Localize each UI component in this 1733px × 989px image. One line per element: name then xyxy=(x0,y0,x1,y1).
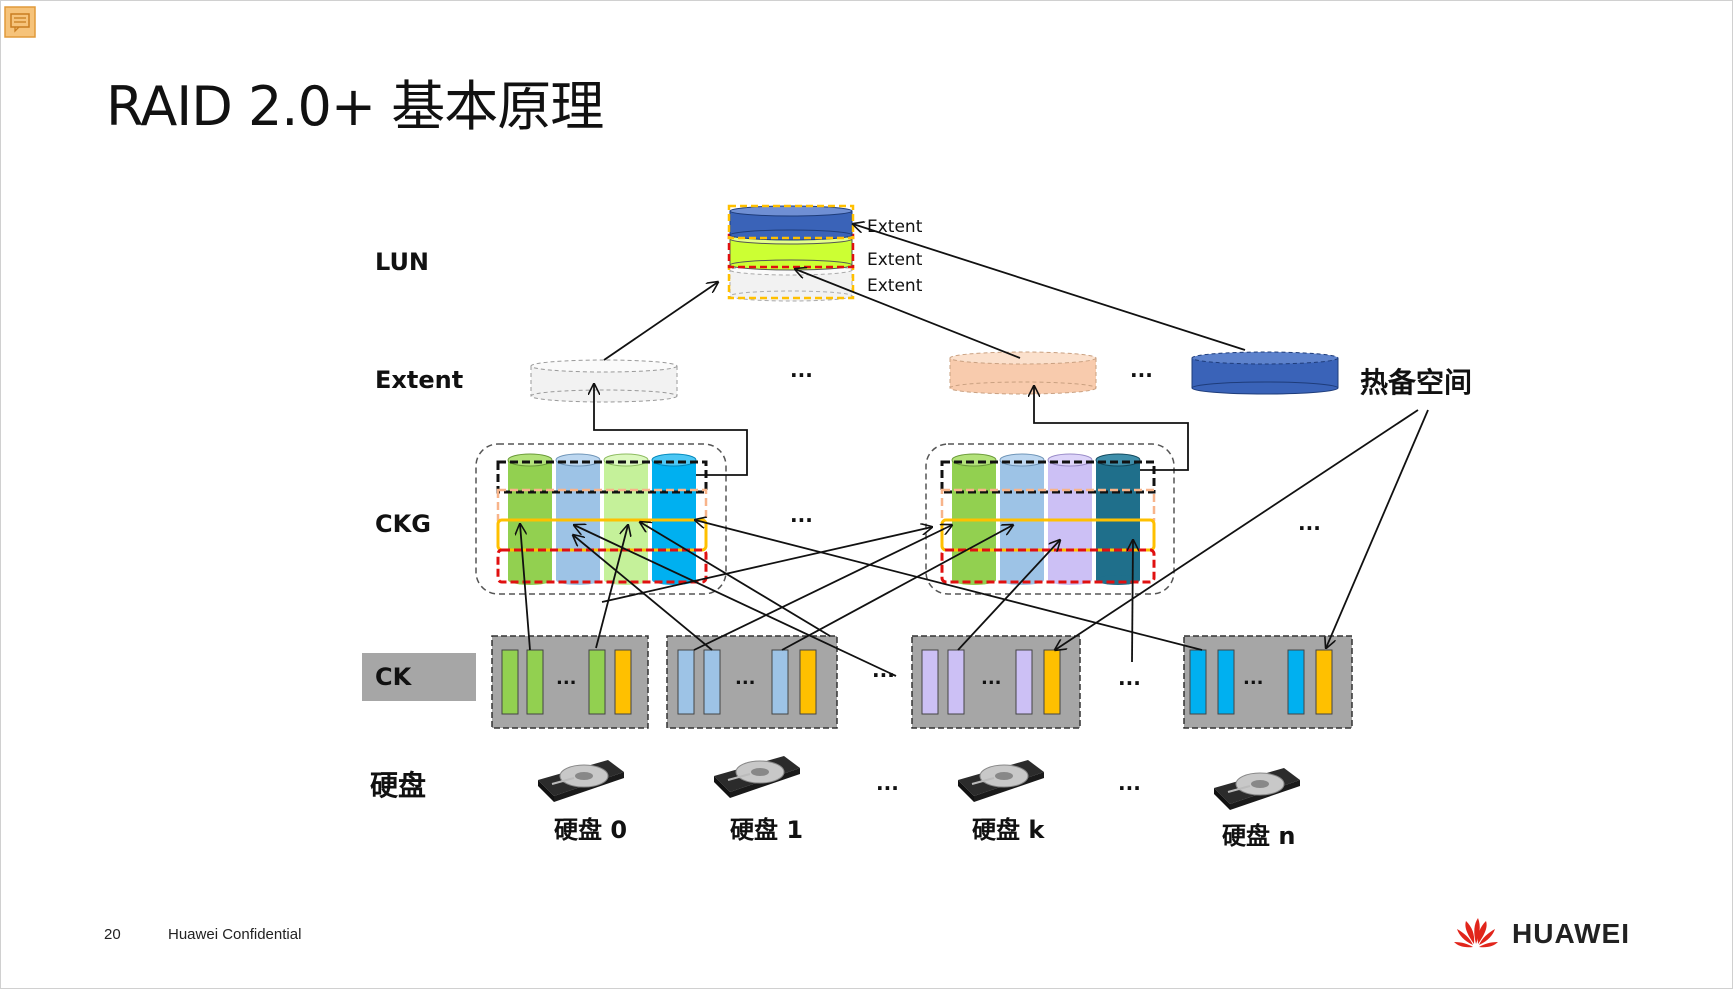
ck-group-k: ... xyxy=(911,635,1081,729)
lun-extent-label-3: Extent xyxy=(867,276,923,296)
extent-ellipsis-2: ... xyxy=(1130,358,1153,382)
extent-peach xyxy=(949,351,1097,395)
disk-0 xyxy=(538,760,624,802)
disk-label-1: 硬盘 1 xyxy=(730,816,803,844)
lun-extent-label-1: Extent xyxy=(867,217,923,237)
hot-spare-label: 热备空间 xyxy=(1360,366,1472,399)
ck-group-n: ... xyxy=(1183,635,1353,729)
ck-k-ellipsis: ... xyxy=(981,668,1002,689)
disk-ellipsis-1: ... xyxy=(876,771,899,795)
hot-spare-extent xyxy=(1191,351,1339,395)
row-label-ckg: CKG xyxy=(375,510,431,538)
ck-1-ellipsis: ... xyxy=(735,668,756,689)
row-label-disk: 硬盘 xyxy=(370,769,426,802)
ck-row-label-bg xyxy=(362,653,476,701)
ckg-group-left xyxy=(475,443,727,595)
arrow-extent-to-lun-blank xyxy=(603,282,718,361)
disk-1 xyxy=(714,756,800,798)
ck-group-1: ... xyxy=(666,635,838,729)
ckg-ellipsis: ... xyxy=(790,503,813,527)
disk-n xyxy=(1214,768,1300,810)
huawei-logo-icon xyxy=(1454,918,1498,948)
ckg-right-ellipsis: ... xyxy=(1298,511,1321,535)
arrow-extent-to-lun-lime xyxy=(795,269,1021,359)
arrow-ckk-to-ckg-right xyxy=(957,540,1060,651)
row-label-lun: LUN xyxy=(375,248,429,276)
disk-label-0: 硬盘 0 xyxy=(554,816,627,844)
arrow-dots-to-ckg-right xyxy=(1132,540,1133,663)
arrow-spare-to-ckk xyxy=(1055,409,1419,650)
ck-group-0: ... xyxy=(491,635,649,729)
ck-0-ellipsis: ... xyxy=(556,668,577,689)
arrow-ck1-to-ckg-right-2 xyxy=(781,525,1013,651)
lun-extent-navy xyxy=(727,204,855,241)
arrow-ck0-to-ckg-right xyxy=(601,527,932,603)
disk-label-n: 硬盘 n xyxy=(1222,822,1295,850)
page-title: RAID 2.0+ 基本原理 xyxy=(106,75,604,138)
confidential-note: Huawei Confidential xyxy=(168,926,302,943)
comment-icon[interactable] xyxy=(4,6,36,38)
arrow-ckg-left-to-extent xyxy=(594,384,748,476)
row-label-ck: CK xyxy=(375,663,413,691)
arrow-ckn-to-ckg-left xyxy=(695,520,1203,651)
extent-blank xyxy=(530,359,678,403)
lun-stack: Extent Extent Extent xyxy=(727,204,923,302)
arrow-ckg-right-to-extent xyxy=(1034,386,1189,471)
arrow-ck0-to-ckg-left xyxy=(520,524,531,651)
arrow-dots-to-ckg-left xyxy=(574,525,897,677)
disk-ellipsis-2: ... xyxy=(1118,771,1141,795)
ck-mid-ellipsis-2: ... xyxy=(1118,666,1141,690)
arrow-ck0-to-ckg-left-2 xyxy=(595,525,628,649)
row-label-extent: Extent xyxy=(375,366,463,394)
arrow-spare-to-lun-navy xyxy=(853,224,1246,351)
ckg-group-right xyxy=(925,443,1175,595)
disk-k xyxy=(958,760,1044,802)
disk-label-k: 硬盘 k xyxy=(972,816,1045,844)
ck-n-ellipsis: ... xyxy=(1243,668,1264,689)
brand-name: HUAWEI xyxy=(1512,918,1630,949)
arrow-spare-to-ckn xyxy=(1326,409,1429,648)
connectors xyxy=(520,224,1429,677)
page-number: 20 xyxy=(104,926,121,943)
lun-extent-label-2: Extent xyxy=(867,250,923,270)
arrow-ck1-to-ckg-right xyxy=(693,525,952,651)
arrow-ck1-to-ckg-left-2 xyxy=(640,522,831,637)
extent-ellipsis-1: ... xyxy=(790,358,813,382)
